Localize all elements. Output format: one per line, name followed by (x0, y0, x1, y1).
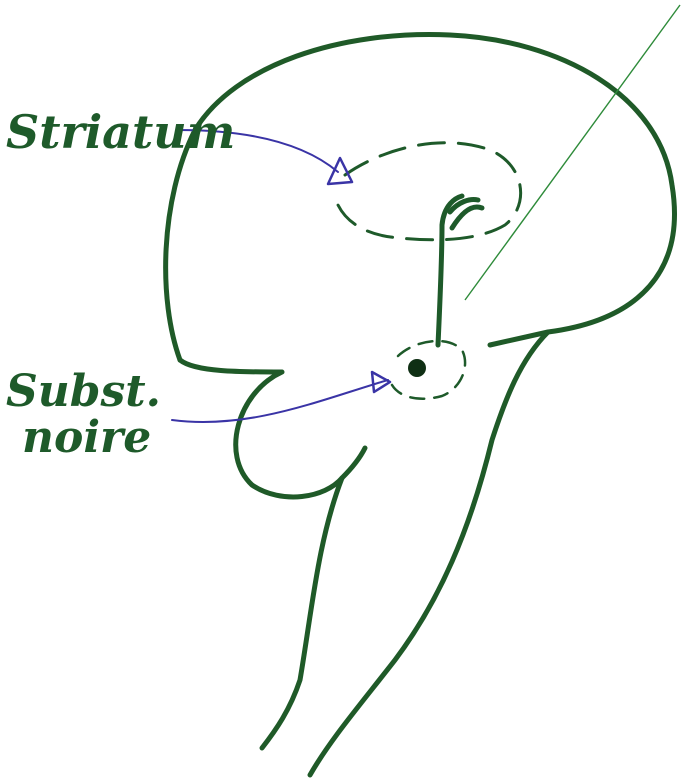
pathway-branch-1 (452, 207, 482, 228)
substantia-arrow (172, 380, 388, 422)
substantia-label-line2: noire (22, 412, 151, 463)
brain-outline (166, 35, 675, 360)
substantia-nigra-dashed-outline (392, 341, 465, 399)
brainstem-left-edge (262, 478, 342, 748)
cerebellum-outline (180, 360, 365, 497)
substantia-nigra-dot (408, 359, 426, 377)
brainstem-right-edge (310, 332, 548, 775)
striatum-label: Striatum (6, 105, 235, 159)
substantia-label-line1: Subst. (6, 366, 161, 417)
striatum-dashed-outline (338, 143, 521, 240)
